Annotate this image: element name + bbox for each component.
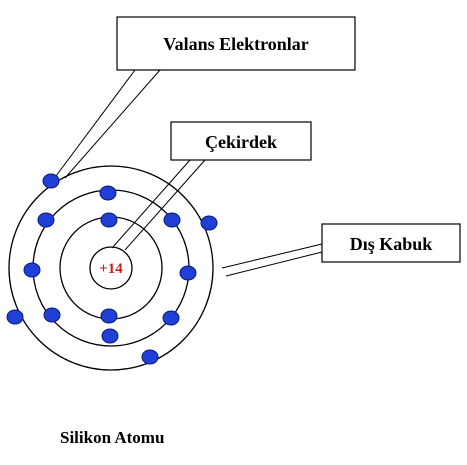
nucleus-callout-box xyxy=(170,121,312,161)
nucleus-charge-label: +14 xyxy=(99,261,123,277)
nucleus-circle xyxy=(89,246,133,290)
shell-leader-line-1 xyxy=(221,243,323,269)
valence-callout-label: Valans Elektronlar xyxy=(163,34,309,54)
electron-inner-2 xyxy=(100,308,118,324)
electron-outer-3 xyxy=(6,309,24,325)
outer-shell-callout-box xyxy=(321,223,461,263)
electron-middle-5 xyxy=(179,265,197,281)
electron-middle-1 xyxy=(37,212,55,228)
electron-middle-7 xyxy=(101,328,119,344)
electron-outer-1 xyxy=(42,173,60,189)
nucleus-leader-line-2 xyxy=(124,159,206,251)
outer-shell-callout: Dış Kabuk xyxy=(321,223,461,263)
nucleus-callout-label: Çekirdek xyxy=(205,132,277,152)
nucleus-leader-line-1 xyxy=(111,159,191,249)
shell-leader-line-2 xyxy=(225,251,323,277)
outer-shell-orbit xyxy=(8,165,214,371)
diagram-caption: Silikon Atomu xyxy=(60,428,164,447)
electron-middle-4 xyxy=(23,262,41,278)
electron-middle-8 xyxy=(162,310,180,326)
electron-middle-2 xyxy=(99,185,117,201)
electron-middle-6 xyxy=(43,307,61,323)
outer-shell-callout-label: Dış Kabuk xyxy=(350,234,433,254)
valence-leader-line-2 xyxy=(64,69,161,179)
electron-outer-4 xyxy=(141,349,159,365)
electrons xyxy=(6,173,218,365)
electron-outer-2 xyxy=(200,215,218,231)
leader-lines xyxy=(52,69,323,277)
valence-leader-line-1 xyxy=(52,69,136,181)
nucleus-callout: Çekirdek xyxy=(170,121,312,161)
valence-callout-box xyxy=(116,16,356,71)
electron-inner-1 xyxy=(100,212,118,228)
electron-middle-3 xyxy=(163,212,181,228)
valence-callout: Valans Elektronlar xyxy=(116,16,356,71)
